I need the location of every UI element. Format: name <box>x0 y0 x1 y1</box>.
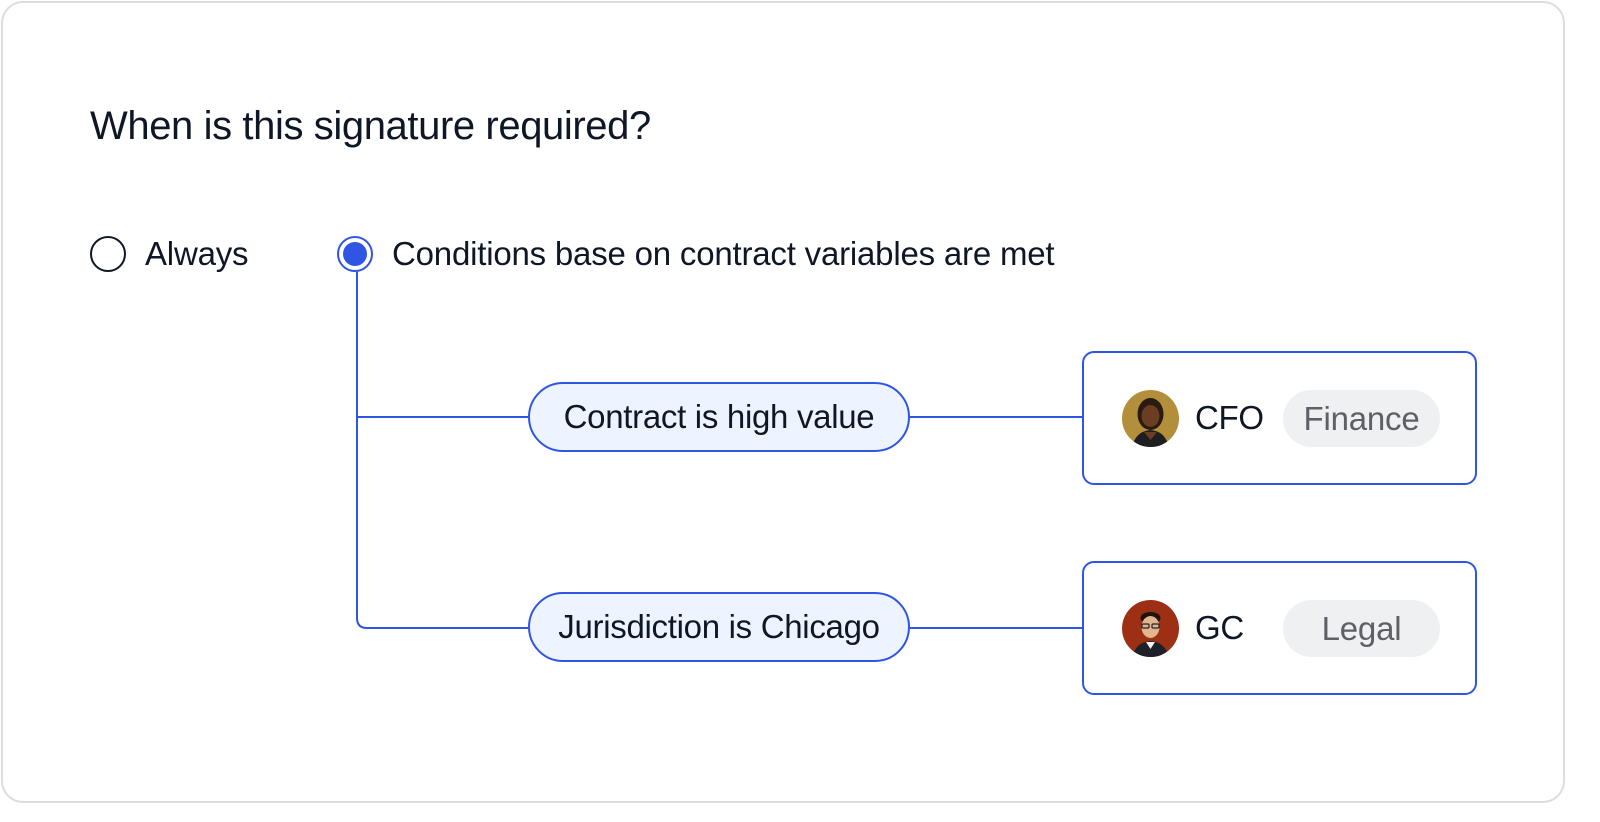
always-radio[interactable] <box>90 236 126 272</box>
conditions-option[interactable]: Conditions base on contract variables ar… <box>337 234 1055 274</box>
person-avatar <box>1122 600 1179 657</box>
condition-pill[interactable]: Contract is high value <box>528 382 910 452</box>
department-chip: Legal <box>1283 600 1440 657</box>
signer-role: GC <box>1195 609 1244 646</box>
always-label: Always <box>145 235 249 272</box>
signer-card[interactable]: GC Legal <box>1082 561 1477 695</box>
condition-pill[interactable]: Jurisdiction is Chicago <box>528 592 910 662</box>
signer-role: CFO <box>1195 399 1264 436</box>
conditions-label: Conditions base on contract variables ar… <box>392 235 1055 272</box>
page-title: When is this signature required? <box>90 104 651 148</box>
always-option[interactable]: Always <box>90 234 249 274</box>
department-chip: Finance <box>1283 390 1440 447</box>
conditions-radio[interactable] <box>337 236 373 272</box>
person-avatar <box>1122 390 1179 447</box>
signer-card[interactable]: CFO Finance <box>1082 351 1477 485</box>
